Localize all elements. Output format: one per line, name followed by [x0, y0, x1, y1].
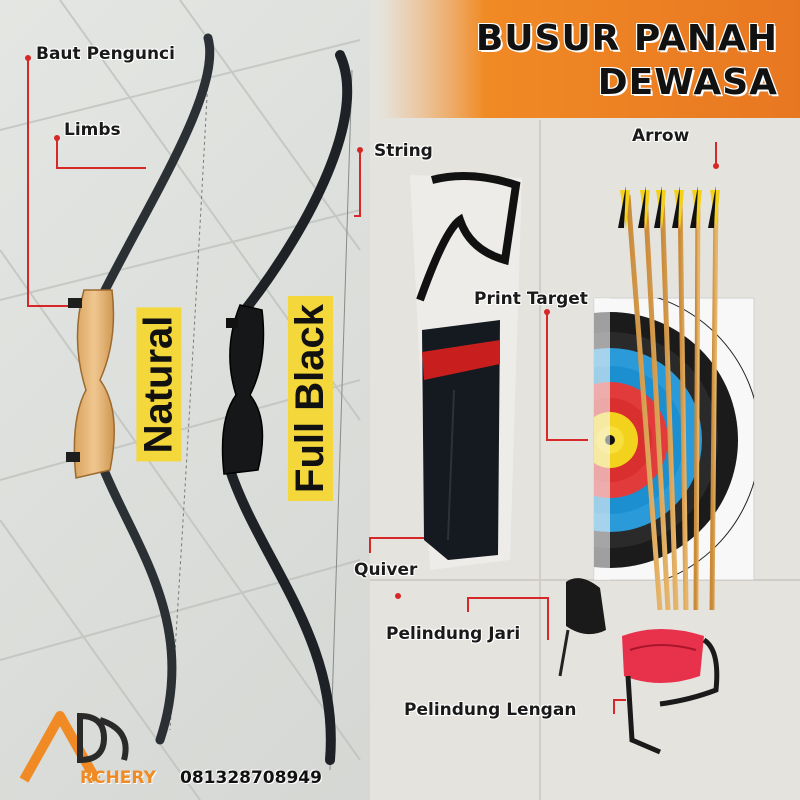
label-natural: Natural	[136, 307, 182, 462]
brand-logo-mark	[19, 711, 129, 783]
arrows	[618, 186, 720, 611]
full-black-bow	[221, 50, 353, 765]
label-string: String	[374, 141, 433, 161]
finger-tab	[558, 578, 606, 677]
bow-string	[169, 39, 211, 731]
label-baut-pengunci: Baut Pengunci	[36, 44, 175, 64]
label-pelindung-lengan: Pelindung Lengan	[404, 700, 577, 720]
label-print-target: Print Target	[474, 289, 588, 309]
bow-string-2	[329, 69, 353, 771]
title-line-1: BUSUR PANAH	[475, 18, 778, 59]
quiver	[410, 172, 522, 570]
callout-dots	[25, 55, 719, 599]
label-quiver: Quiver	[354, 560, 418, 580]
label-limbs: Limbs	[64, 120, 121, 140]
phone-number: 081328708949	[180, 768, 322, 788]
label-arrow: Arrow	[632, 126, 690, 146]
label-pelindung-jari: Pelindung Jari	[386, 624, 521, 644]
title-line-2: DEWASA	[597, 62, 778, 103]
brand-name: RCHERY	[80, 768, 156, 788]
natural-bow	[66, 33, 215, 745]
header-band	[380, 0, 800, 118]
arm-guard	[622, 629, 720, 755]
label-full-black: Full Black	[287, 296, 333, 501]
print-target	[593, 297, 755, 581]
